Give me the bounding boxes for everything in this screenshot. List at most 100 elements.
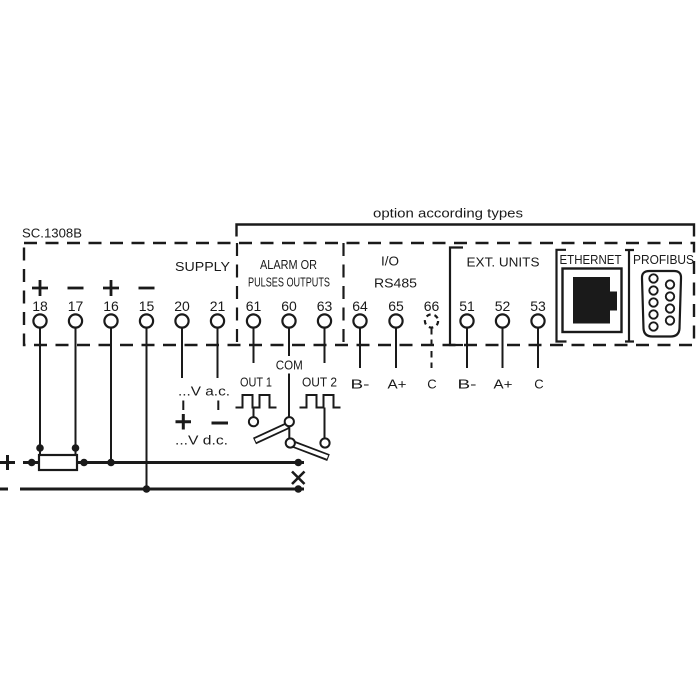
terminal-circle [459,313,475,329]
terminal-number: 17 [68,298,84,314]
terminal-65: 65A+ [388,298,407,392]
terminal-circle [388,313,404,329]
option-bracket-label: option according types [373,206,523,221]
section-label-profibus: PROFIBUS [633,252,694,267]
junction-dot [36,444,44,452]
junction-dot [80,458,88,467]
junction-dot [107,458,115,467]
junction-dot [294,485,303,493]
section-divider-ext-units [448,246,463,347]
switch-contact-out1 [247,416,260,428]
terminal-16: 16 [103,280,119,463]
device-label: SC.1308B [22,226,82,241]
terminal-circle [32,313,48,329]
supply-ac-label: ...V a.c. [178,384,230,399]
terminal-tag: COM [276,358,303,373]
terminal-tag: B- [458,377,477,392]
terminal-52: 52A+ [494,298,513,392]
terminal-number: 51 [459,298,475,314]
section-divider-ethernet [555,248,567,343]
section-label-io-2: RS485 [374,276,417,291]
pulse-symbol-out2 [299,394,341,409]
cross-mark [291,470,306,485]
terminal-circle [209,313,226,329]
terminal-18: 18 [32,280,48,455]
junction-dot [27,458,36,467]
supply-dc-label: ...V d.c. [175,433,228,448]
profibus-pin [664,291,676,302]
profibus-pin [664,279,676,290]
terminal-number: 64 [352,298,368,314]
terminal-53: 53C [530,298,546,392]
profibus-pin [648,309,659,320]
terminal-64: 64B- [351,298,370,392]
section-label-ext-units: EXT. UNITS [467,255,540,270]
terminal-20: 20 [174,298,190,378]
terminal-tag: B- [351,377,370,392]
terminal-51: 51B- [458,298,477,392]
terminal-tag: OUT 2 [302,375,337,390]
profibus-pin [648,273,659,284]
pulse-symbol-out1 [235,394,277,409]
terminal-15: 15 [138,286,155,489]
terminal-number: 60 [281,298,297,314]
section-label-ethernet: ETHERNET [560,252,622,267]
profibus-pin [648,321,659,332]
junction-dot [71,444,80,452]
section-label-alarm-1: ALARM OR [260,257,317,272]
terminal-number: 66 [424,298,440,314]
terminal-circle [530,313,546,329]
terminal-tag: A+ [388,377,407,392]
phase-plus-mark [0,455,15,470]
terminal-number: 15 [139,298,155,314]
terminal-circle [103,313,119,329]
terminal-circle [316,313,333,329]
section-label-alarm-2: PULSES OUTPUTS [248,275,330,290]
terminal-tag: A+ [494,377,513,392]
terminal-66: 66C [424,298,440,392]
ethernet-port-icon [573,277,617,324]
switch-lever-1-fill [254,424,288,443]
switch-pivot-2 [284,437,296,449]
terminal-number: 21 [210,298,226,314]
terminal-number: 52 [495,298,511,314]
junction-dot [294,458,303,467]
terminal-number: 53 [530,298,546,314]
terminal-tag: C [534,377,543,392]
junction-dot [142,485,151,493]
supply-plus-mark [175,414,191,430]
terminal-circle [138,313,155,329]
terminal-circle [423,313,440,329]
option-bracket [235,223,696,237]
terminal-circle [245,313,262,329]
section-label-io-1: I/O [381,254,399,269]
profibus-pin [664,303,676,314]
terminal-17: 17 [67,286,84,455]
profibus-pin [664,315,676,326]
profibus-connector-icon [640,269,683,338]
terminal-circle [281,313,297,329]
terminal-number: 63 [317,298,333,314]
section-label-supply: SUPPLY [175,259,230,274]
terminal-circle [352,313,368,329]
profibus-pin [648,297,659,308]
supply-ac-stubs [182,400,220,410]
terminal-tag: C [427,377,436,392]
terminal-circle [494,313,511,329]
terminal-circle [67,313,84,329]
terminal-number: 18 [32,298,48,314]
section-divider-profibus [625,248,634,343]
polarity-plus [32,280,48,296]
terminal-circle [174,313,190,329]
terminal-number: 20 [174,298,190,314]
polarity-plus [103,280,119,296]
switch-pivot-1 [283,416,295,428]
terminal-21: 21 [209,298,226,378]
switch-contact-out2 [319,437,331,449]
